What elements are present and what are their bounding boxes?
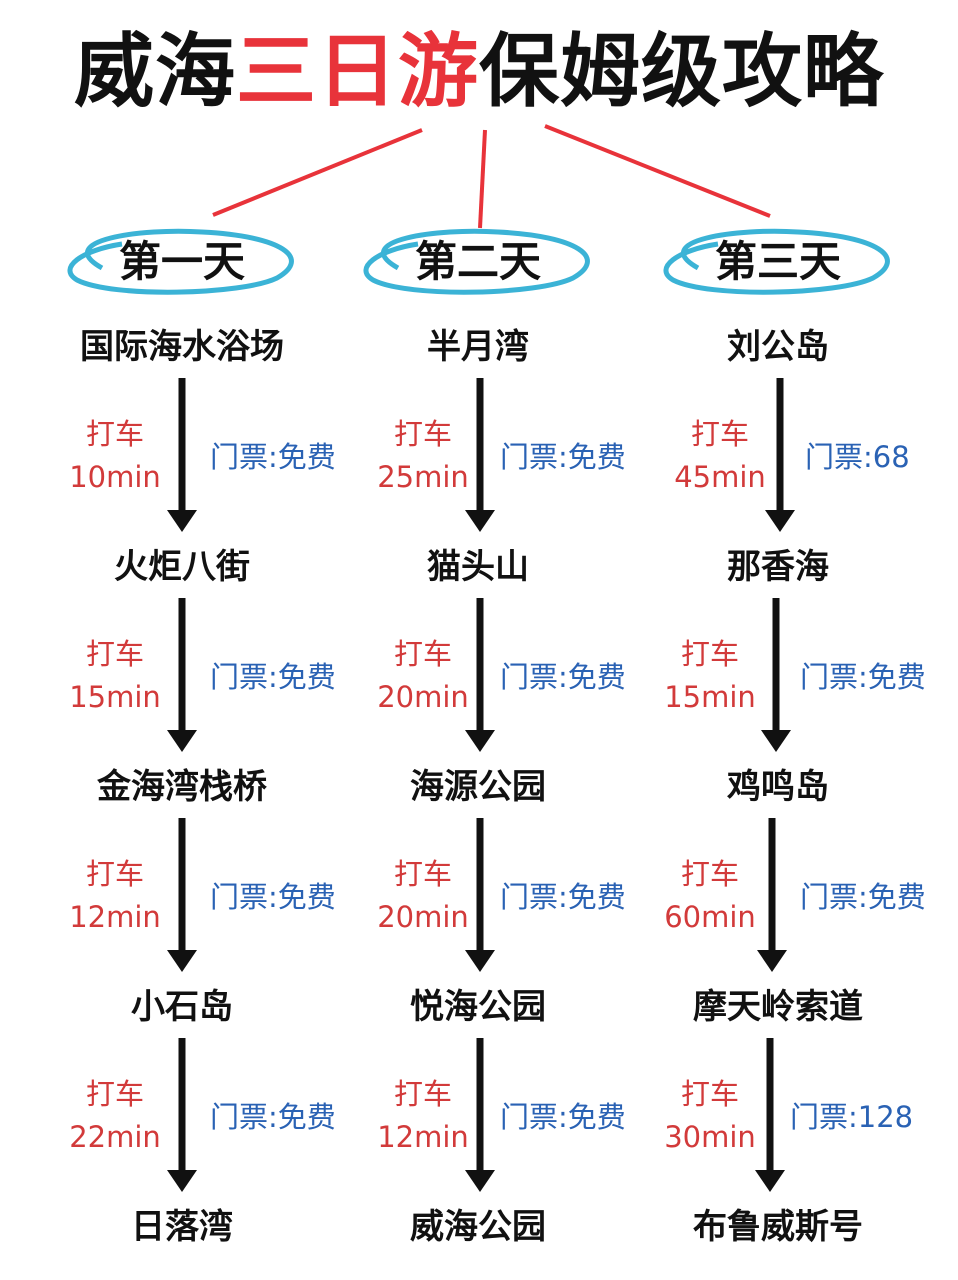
transport-mode: 打车 (680, 1077, 739, 1111)
travel-time: 15min (69, 680, 161, 714)
page-title: 威海三日游保姆级攻略 (0, 22, 958, 122)
travel-time: 15min (664, 680, 756, 714)
day-label: 第三天 (714, 237, 841, 286)
connector-line-day3 (544, 124, 771, 218)
title-part-2: 三日游 (236, 25, 479, 118)
day-label-ellipse (363, 228, 590, 295)
stop-name: 半月湾 (427, 327, 529, 367)
arrow-down-icon (465, 510, 495, 532)
transport-mode: 打车 (85, 857, 144, 891)
ticket-price: 门票:免费 (210, 880, 336, 914)
arrow-down-icon (167, 1170, 197, 1192)
ticket-price: 门票:免费 (210, 440, 336, 474)
day-label-ellipse (663, 228, 890, 295)
arrow-down-icon (765, 510, 795, 532)
day-label-ellipse (67, 228, 294, 295)
transport-mode: 打车 (85, 637, 144, 671)
title-part-1: 威海 (74, 25, 236, 118)
ticket-price: 门票:免费 (800, 880, 926, 914)
day-label: 第二天 (414, 237, 541, 286)
arrow-down-icon (761, 730, 791, 752)
transport-mode: 打车 (680, 857, 739, 891)
arrow-down-icon (167, 510, 197, 532)
transport-mode: 打车 (690, 417, 749, 451)
stop-name: 摩天岭索道 (693, 987, 863, 1027)
travel-time: 20min (377, 680, 469, 714)
travel-time: 12min (377, 1120, 469, 1154)
transport-mode: 打车 (393, 417, 452, 451)
stop-name: 悦海公园 (410, 987, 546, 1027)
stop-name: 布鲁威斯号 (693, 1207, 863, 1247)
transport-mode: 打车 (393, 857, 452, 891)
connector-line-day1 (212, 128, 423, 217)
arrow-down-icon (465, 1170, 495, 1192)
arrow-down-icon (167, 950, 197, 972)
ticket-price: 门票:68 (805, 440, 910, 474)
ticket-price: 门票:免费 (500, 660, 626, 694)
ticket-price: 门票:免费 (500, 880, 626, 914)
arrow-down-icon (167, 730, 197, 752)
day-label: 第一天 (118, 237, 245, 286)
arrow-down-icon (465, 730, 495, 752)
travel-time: 20min (377, 900, 469, 934)
travel-time: 30min (664, 1120, 756, 1154)
arrow-down-icon (755, 1170, 785, 1192)
stop-name: 火炬八街 (114, 547, 250, 587)
ticket-price: 门票:免费 (500, 1100, 626, 1134)
travel-time: 22min (69, 1120, 161, 1154)
title-part-3: 保姆级攻略 (479, 25, 884, 118)
ticket-price: 门票:128 (790, 1100, 914, 1134)
travel-time: 10min (69, 460, 161, 494)
connector-line-day2 (478, 129, 487, 229)
arrow-down-icon (465, 950, 495, 972)
ticket-price: 门票:免费 (500, 440, 626, 474)
travel-time: 45min (674, 460, 766, 494)
stop-name: 鸡鸣岛 (727, 767, 829, 807)
ticket-price: 门票:免费 (800, 660, 926, 694)
stop-name: 国际海水浴场 (80, 327, 284, 367)
transport-mode: 打车 (85, 1077, 144, 1111)
transport-mode: 打车 (85, 417, 144, 451)
stop-name: 金海湾栈桥 (97, 767, 267, 807)
travel-time: 12min (69, 900, 161, 934)
stop-name: 刘公岛 (727, 327, 829, 367)
stop-name: 日落湾 (131, 1207, 233, 1247)
stop-name: 威海公园 (410, 1207, 546, 1247)
travel-time: 60min (664, 900, 756, 934)
stop-name: 猫头山 (427, 547, 529, 587)
ticket-price: 门票:免费 (210, 660, 336, 694)
travel-time: 25min (377, 460, 469, 494)
transport-mode: 打车 (393, 1077, 452, 1111)
arrow-down-icon (757, 950, 787, 972)
stop-name: 小石岛 (131, 987, 233, 1027)
transport-mode: 打车 (680, 637, 739, 671)
stop-name: 海源公园 (410, 767, 546, 807)
ticket-price: 门票:免费 (210, 1100, 336, 1134)
stop-name: 那香海 (727, 547, 829, 587)
transport-mode: 打车 (393, 637, 452, 671)
